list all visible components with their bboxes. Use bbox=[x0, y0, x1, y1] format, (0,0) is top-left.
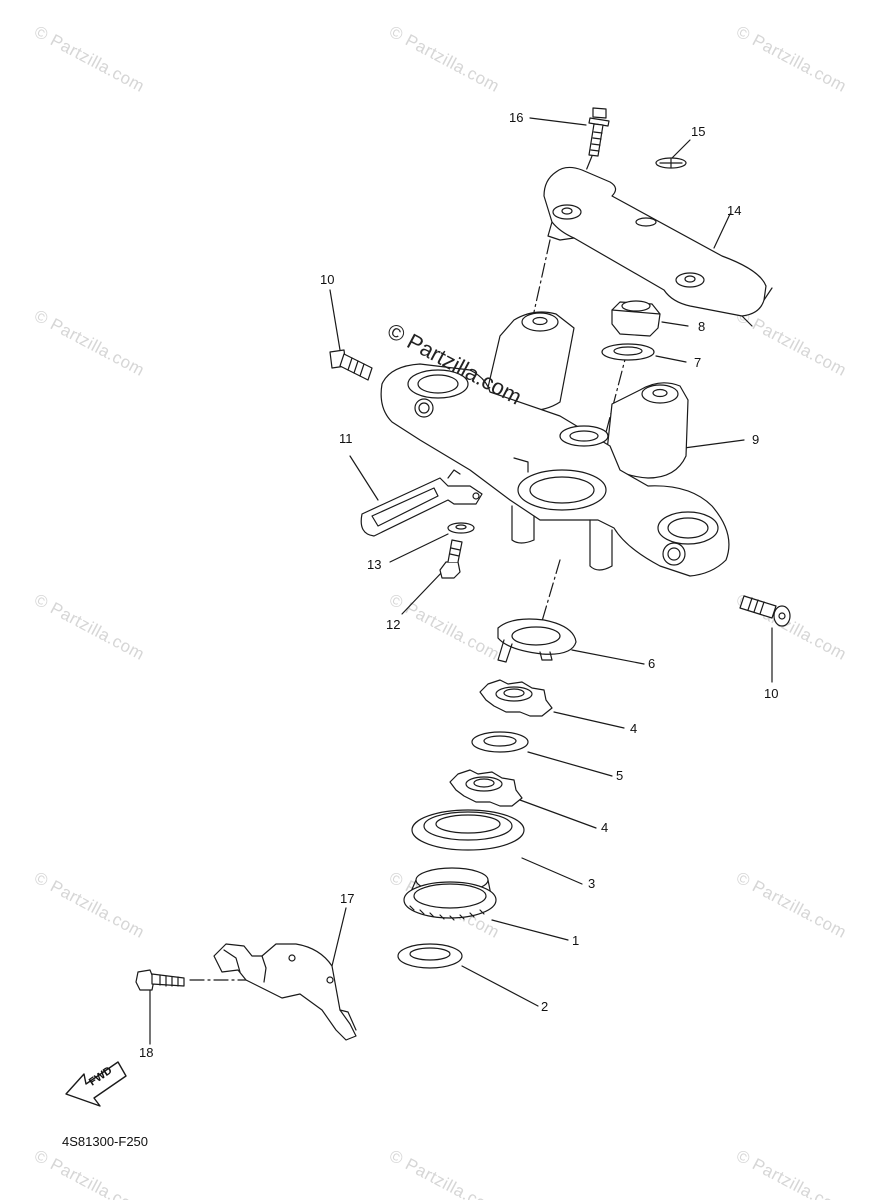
callout-17: 17 bbox=[340, 891, 355, 906]
part-12-bolt bbox=[439, 539, 463, 579]
leader-lines bbox=[149, 117, 773, 1045]
part-3-dust-seal bbox=[411, 809, 525, 851]
part-10-bolt-left bbox=[329, 349, 373, 381]
part-11-bracket bbox=[360, 469, 483, 537]
part-10-bolt-right bbox=[739, 595, 791, 627]
part-2-ring bbox=[397, 943, 463, 969]
part-14-upper-holder bbox=[543, 166, 773, 327]
part-17-bracket bbox=[213, 943, 357, 1041]
part-18-bolt bbox=[135, 969, 185, 991]
callout-2: 2 bbox=[541, 999, 549, 1014]
callout-11: 11 bbox=[339, 431, 353, 446]
callout-10-right: 10 bbox=[764, 686, 779, 701]
part-4-ring-nut-upper bbox=[479, 679, 553, 717]
callout-5: 5 bbox=[616, 768, 624, 783]
part-8-nut bbox=[611, 300, 661, 337]
callout-1: 1 bbox=[572, 933, 580, 948]
callout-14: 14 bbox=[727, 203, 742, 218]
callout-9: 9 bbox=[752, 432, 760, 447]
callout-16: 16 bbox=[509, 110, 524, 125]
upper-bracket bbox=[380, 363, 730, 577]
callout-12: 12 bbox=[386, 617, 401, 632]
callout-8: 8 bbox=[698, 319, 706, 334]
callout-18: 18 bbox=[139, 1045, 154, 1060]
part-4-ring-nut-lower bbox=[449, 769, 523, 807]
callout-10-left: 10 bbox=[320, 272, 335, 287]
part-5-washer bbox=[471, 731, 529, 753]
alignment-lines bbox=[189, 155, 629, 981]
callout-13: 13 bbox=[367, 557, 382, 572]
part-15-cap bbox=[655, 157, 687, 169]
fwd-arrow-icon: FWD bbox=[65, 1061, 127, 1107]
callout-6: 6 bbox=[648, 656, 656, 671]
callout-7: 7 bbox=[694, 355, 702, 370]
part-16-bolt bbox=[588, 107, 610, 157]
part-6-lock-washer bbox=[497, 618, 577, 663]
callout-4-upper: 4 bbox=[630, 721, 638, 736]
diagram-code: 4S81300-F250 bbox=[62, 1134, 149, 1149]
callout-4-lower: 4 bbox=[601, 820, 609, 835]
part-9-bracket bbox=[605, 382, 689, 479]
callout-3: 3 bbox=[588, 876, 596, 891]
part-13-washer bbox=[447, 522, 475, 534]
part-7-washer bbox=[601, 343, 655, 361]
part-1-bearing bbox=[403, 867, 497, 921]
callout-15: 15 bbox=[691, 124, 706, 139]
